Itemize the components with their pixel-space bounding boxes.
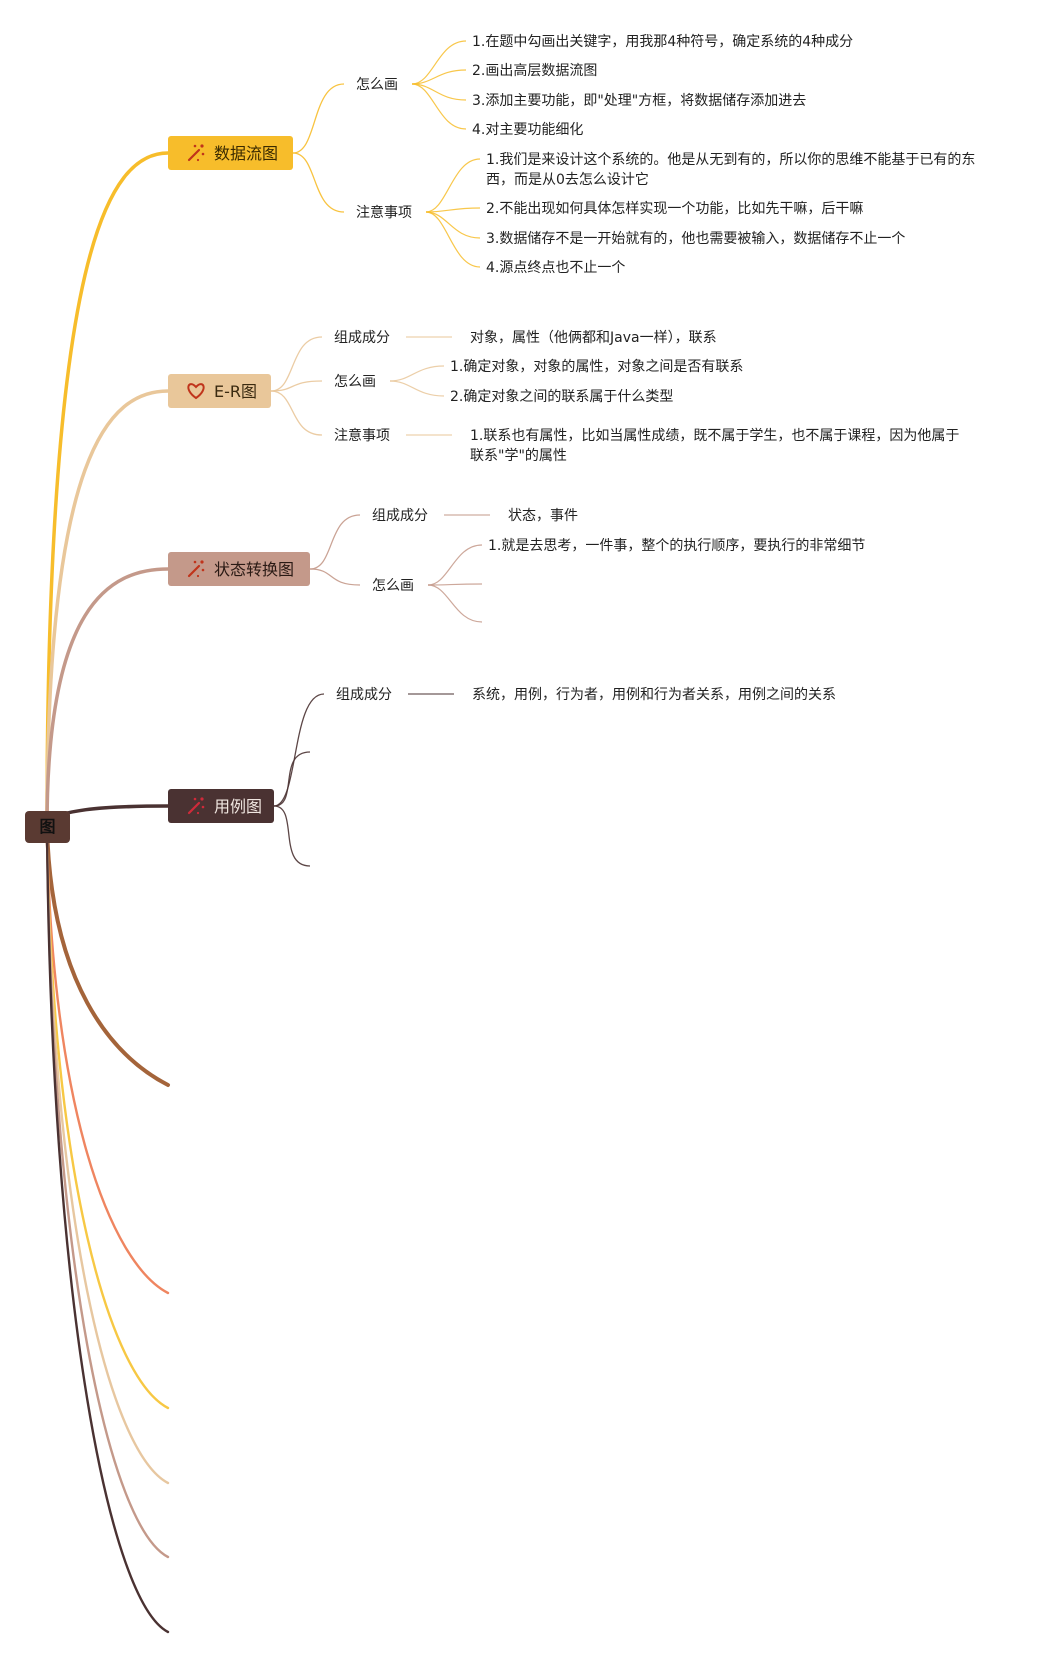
connector-state-child-0	[309, 514, 361, 570]
connector-dfd-1-leaf-0	[425, 158, 481, 213]
topic-label-state: 状态转换图	[214, 560, 294, 579]
topic-state[interactable]: 状态转换图	[168, 552, 310, 586]
magic-wand-icon	[187, 144, 205, 162]
connector-dfd-1-leaf-3	[425, 211, 481, 268]
leaf-dfd-1-3-line-0[interactable]: 4.源点终点也不止一个	[486, 260, 625, 276]
connector-state-child-1	[309, 568, 361, 586]
topic-label-usecase: 用例图	[214, 797, 262, 816]
connector-empty-5	[45, 825, 170, 1559]
connector-usecase-child-1	[273, 751, 311, 807]
leaf-dfd-1-1-line-0[interactable]: 2.不能出现如何具体怎样实现一个功能，比如先干嘛，后干嘛	[486, 201, 863, 217]
connector-empty-4	[45, 825, 170, 1485]
topic-er[interactable]: E-R图	[168, 374, 271, 408]
leaf-dfd-1-0-line-1[interactable]: 西，而是从0去怎么设计它	[486, 171, 649, 188]
connector-dfd-0-leaf-0	[411, 40, 467, 85]
leaf-usecase-0-0-line-0[interactable]: 系统，用例，行为者，用例和行为者关系，用例之间的关系	[472, 687, 836, 703]
connector-er-child-2	[270, 390, 323, 436]
connector-dfd	[45, 151, 170, 829]
connector-dfd-1-leaf-1	[425, 207, 481, 213]
subtopic-er-2[interactable]: 注意事项	[334, 427, 390, 444]
leaf-state-0-0-line-0[interactable]: 状态，事件	[508, 508, 578, 524]
subtopic-dfd-1[interactable]: 注意事项	[356, 204, 412, 221]
connector-state-1-leaf-1	[427, 583, 483, 586]
leaf-dfd-1-2-line-0[interactable]: 3.数据储存不是一开始就有的，他也需要被输入，数据储存不止一个	[486, 231, 905, 247]
topic-usecase[interactable]: 用例图	[168, 789, 274, 823]
connector-dfd-0-leaf-1	[411, 69, 467, 85]
leaf-dfd-0-2-line-0[interactable]: 3.添加主要功能，即"处理"方框，将数据储存添加进去	[472, 93, 806, 109]
connector-empty-3	[45, 825, 170, 1410]
connector-empty-2	[45, 825, 170, 1295]
connector-dfd-1-leaf-2	[425, 211, 481, 239]
root-label: 图	[39, 817, 55, 836]
leaf-er-1-1-line-0[interactable]: 2.确定对象之间的联系属于什么类型	[450, 389, 673, 405]
magic-wand-icon	[187, 797, 205, 815]
connector-state	[45, 567, 170, 829]
topic-label-er: E-R图	[214, 382, 257, 401]
leaf-dfd-0-0-line-0[interactable]: 1.在题中勾画出关键字，用我那4种符号，确定系统的4种成分	[472, 34, 853, 50]
magic-wand-icon	[187, 560, 205, 578]
connector-usecase-child-0	[273, 693, 325, 807]
topic-label-dfd: 数据流图	[214, 144, 278, 163]
topic-dfd[interactable]: 数据流图	[168, 136, 293, 170]
leaf-state-1-0-line-0[interactable]: 1.就是去思考，一件事，整个的执行顺序，要执行的非常细节	[488, 538, 865, 554]
subtopic-state-0[interactable]: 组成成分	[372, 508, 428, 524]
connector-state-1-leaf-0	[427, 544, 483, 586]
connector-dfd-child-0	[292, 83, 345, 154]
mind-map-nodes: 数据流图怎么画1.在题中勾画出关键字，用我那4种符号，确定系统的4种成分2.画出…	[25, 34, 975, 843]
connector-er	[45, 389, 170, 829]
leaf-dfd-0-1-line-0[interactable]: 2.画出高层数据流图	[472, 62, 597, 79]
leaf-dfd-0-3-line-0[interactable]: 4.对主要功能细化	[472, 122, 583, 138]
subtopic-dfd-0[interactable]: 怎么画	[356, 77, 398, 93]
subtopic-usecase-0[interactable]: 组成成分	[336, 687, 392, 703]
connector-usecase-child-2	[273, 805, 311, 867]
connector-dfd-0-leaf-3	[411, 83, 467, 130]
connector-dfd-child-1	[292, 152, 345, 213]
connector-empty-6	[45, 825, 170, 1634]
connector-state-1-leaf-2	[427, 584, 483, 623]
connector-er-child-1	[270, 380, 323, 392]
leaf-er-0-0-line-0[interactable]: 对象，属性（他俩都和Java一样），联系	[470, 330, 717, 346]
subtopic-er-1[interactable]: 怎么画	[334, 374, 376, 390]
subtopic-er-0[interactable]: 组成成分	[334, 330, 390, 346]
leaf-er-1-0-line-0[interactable]: 1.确定对象，对象的属性，对象之间是否有联系	[450, 359, 743, 375]
branch-connectors	[45, 151, 170, 1634]
leaf-er-2-0-line-1[interactable]: 联系"学"的属性	[470, 448, 567, 464]
heart-icon	[187, 383, 205, 400]
root-node[interactable]: 图	[25, 811, 70, 843]
connector-er-child-0	[270, 336, 323, 392]
connector-er-1-leaf-0	[389, 365, 445, 382]
leaf-er-2-0-line-0[interactable]: 1.联系也有属性，比如当属性成绩，既不属于学生，也不属于课程，因为他属于	[470, 428, 959, 444]
connector-empty-1	[45, 825, 170, 1087]
sub-connectors	[270, 40, 490, 867]
subtopic-state-1[interactable]: 怎么画	[372, 578, 414, 594]
leaf-dfd-1-0-line-0[interactable]: 1.我们是来设计这个系统的。他是从无到有的，所以你的思维不能基于已有的东	[486, 151, 975, 168]
connector-er-1-leaf-1	[389, 380, 445, 397]
